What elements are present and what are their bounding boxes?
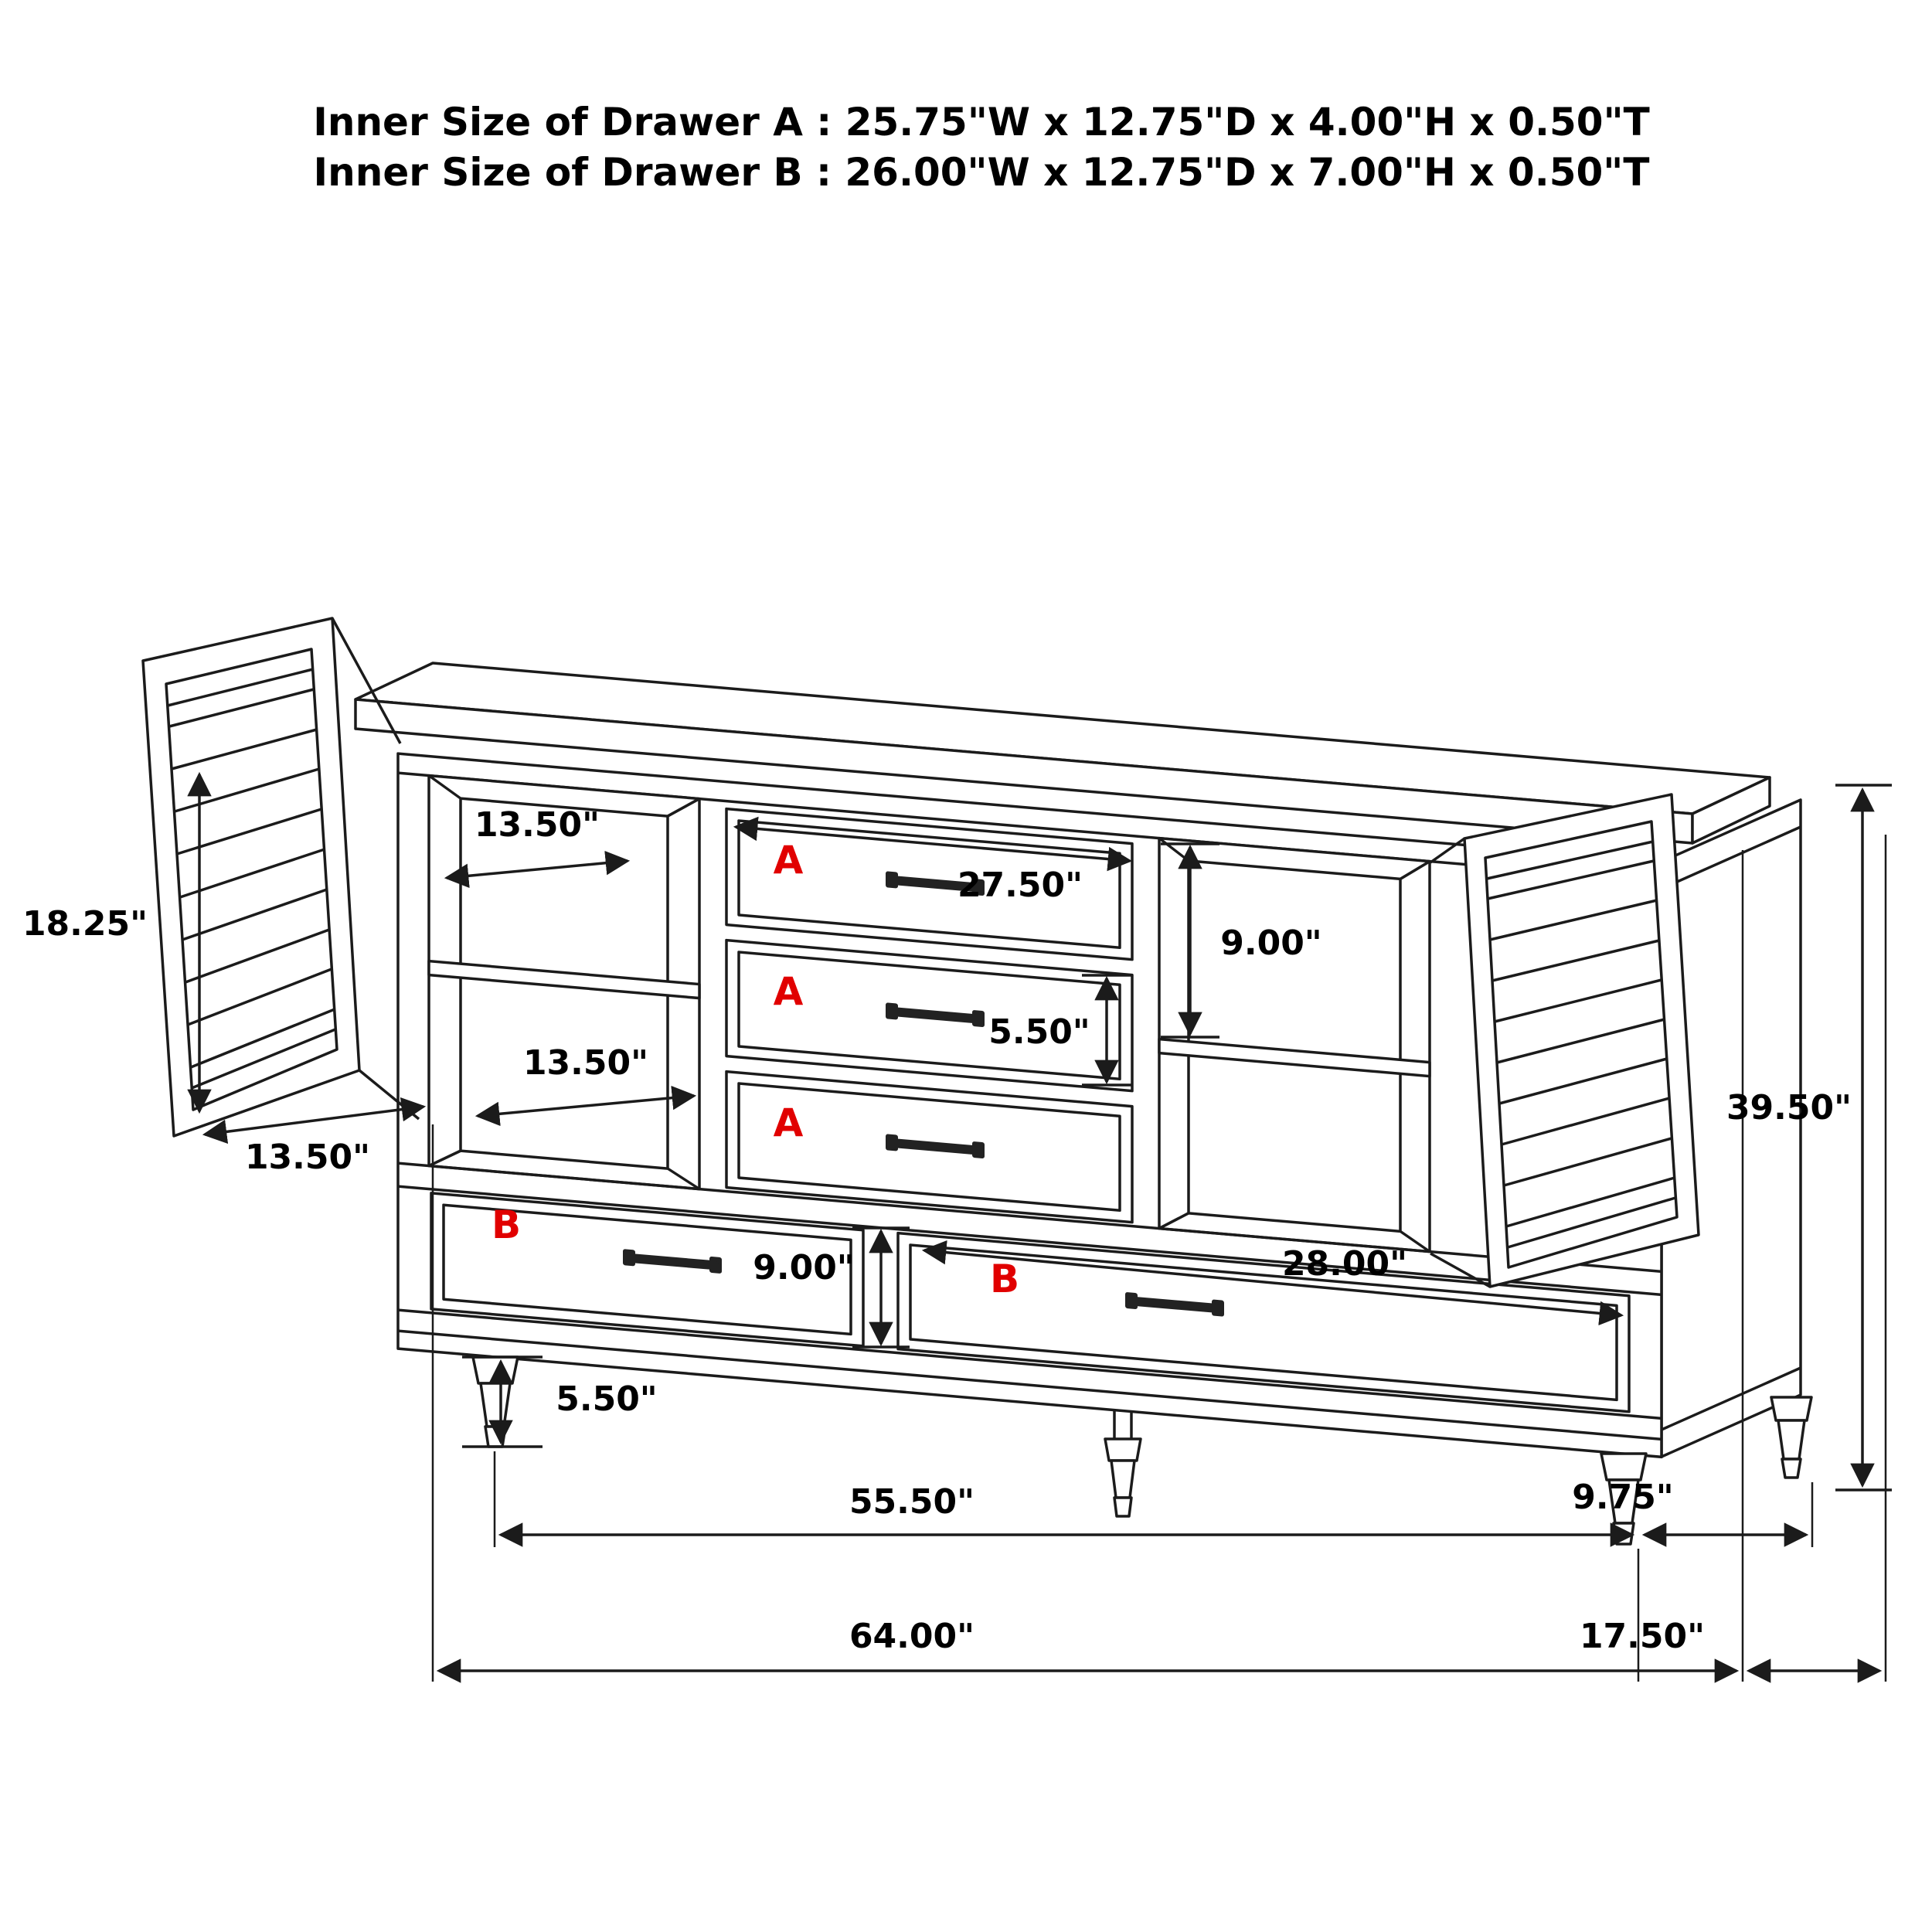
dim-drawer-a-height-label: 5.50" <box>988 1012 1090 1052</box>
dim-leg-back-offset-label: 9.75" <box>1572 1478 1673 1517</box>
dim-side-opening-height-label: 9.00" <box>1220 923 1321 963</box>
dim-door-height-label: 18.25" <box>22 904 148 944</box>
dim-cabinet-opening-width: 13.50" <box>474 1043 697 1127</box>
dim-overall-height: 39.50" <box>1726 784 1892 1492</box>
title-line-1: Inner Size of Drawer A : 25.75"W x 12.75… <box>313 100 1649 145</box>
dim-leg-height: 5.50" <box>462 1355 658 1448</box>
dim-side-opening-height: 9.00" <box>1161 842 1322 1039</box>
dim-overall-depth-label: 17.50" <box>1580 1617 1705 1656</box>
dim-cabinet-opening-width-label: 13.50" <box>523 1043 648 1083</box>
dim-drawer-b-height-label: 9.00" <box>753 1248 854 1287</box>
dim-drawer-b-width-label: 28.00" <box>1282 1244 1407 1284</box>
dim-drawer-b-height: 9.00" <box>753 1226 910 1349</box>
title-line-2: Inner Size of Drawer B : 26.00"W x 12.75… <box>314 150 1650 195</box>
dimension-annotations: 13.50" 18.25" 13.50" 13.50" 27.50" 9.00" <box>22 771 1892 1683</box>
left-cabinet-shelf <box>427 959 701 1000</box>
dim-door-height: 18.25" <box>22 771 212 1114</box>
right-cabinet-opening <box>1158 836 1431 1253</box>
dim-drawer-a-width: 27.50" <box>733 816 1133 905</box>
back-left-leg <box>1104 1411 1142 1518</box>
dim-door-width: 13.50" <box>202 1097 427 1177</box>
drawer-a-top-letter: A <box>774 838 804 883</box>
dim-leg-height-label: 5.50" <box>556 1379 657 1419</box>
right-cabinet-shelf <box>1158 1037 1431 1078</box>
dim-overall-depth: 17.50" <box>1580 1617 1883 1683</box>
dim-leg-span-front-label: 55.50" <box>849 1482 975 1522</box>
dim-leg-back-offset: 9.75" <box>1572 1478 1809 1547</box>
dim-door-width-label: 13.50" <box>245 1138 370 1177</box>
drawer-b-left-letter: B <box>492 1202 521 1247</box>
drawer-b-left <box>430 1192 865 1348</box>
dim-overall-height-label: 39.50" <box>1726 1088 1852 1128</box>
dim-drawer-a-height: 5.50" <box>988 974 1131 1087</box>
dim-upper-shelf-depth-label: 13.50" <box>474 805 600 845</box>
dim-drawer-a-width-label: 27.50" <box>957 866 1083 905</box>
right-door-louvers <box>1486 840 1676 1249</box>
dim-upper-shelf-depth: 13.50" <box>444 805 631 889</box>
drawer-a-bottom-letter: A <box>774 1100 804 1145</box>
drawer-letters: A A A B B <box>492 838 1019 1301</box>
drawer-a-middle-letter: A <box>774 969 804 1014</box>
dim-overall-width: 64.00" <box>436 1617 1740 1683</box>
back-right-leg <box>1770 1396 1813 1479</box>
dim-overall-width-label: 64.00" <box>849 1617 975 1656</box>
top-slab-end-face <box>1691 776 1771 845</box>
title-block: Inner Size of Drawer A : 25.75"W x 12.75… <box>313 100 1649 195</box>
dim-drawer-b-width: 28.00" <box>921 1240 1624 1326</box>
top-slab <box>354 662 1771 845</box>
dim-leg-span-front: 55.50" <box>498 1482 1635 1547</box>
drawer-b-right-letter: B <box>990 1257 1019 1301</box>
